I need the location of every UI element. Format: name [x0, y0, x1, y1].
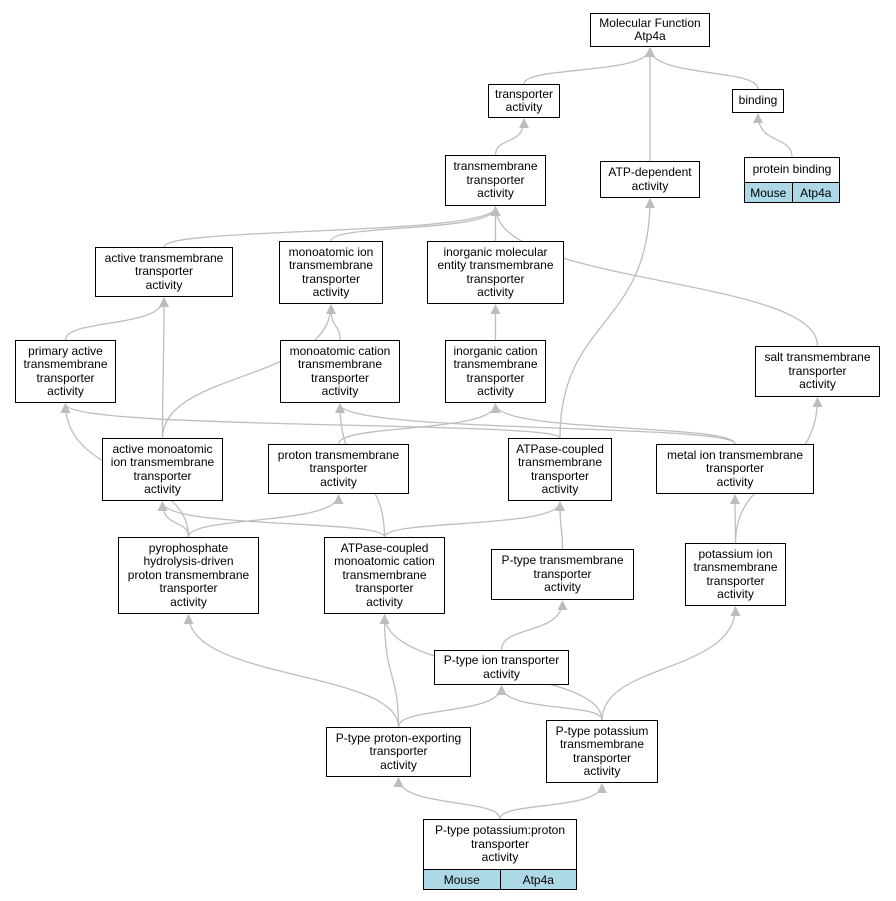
edge-pphd-to-ptt: [187, 494, 344, 538]
node-label: monoatomic cation transmembrane transpor…: [289, 343, 391, 398]
node-label: active monoatomic ion transmembrane tran…: [110, 441, 215, 496]
species-tag: Mouse: [745, 183, 792, 202]
edge-ptyt-to-actt: [555, 501, 566, 550]
go-graph-node-pyrophosphate-proton-transporter[interactable]: pyrophosphate hydrolysis-driven proton t…: [118, 537, 259, 614]
edge-moit-to-tmta: [330, 206, 501, 242]
edge-acmc-to-amit: [157, 501, 386, 538]
go-graph-node-binding[interactable]: binding: [732, 89, 784, 113]
node-label: binding: [738, 93, 778, 108]
edge-mitt-to-ict: [490, 403, 736, 445]
go-graph-node-potassium-ion-transporter[interactable]: potassium ion transmembrane transporter …: [685, 543, 786, 606]
edge-pext-to-acmc: [379, 614, 400, 728]
edge-ptit-to-ptyt: [500, 600, 568, 651]
go-graph-node-atpase-coupled-transporter[interactable]: ATPase-coupled transmembrane transporter…: [508, 438, 612, 501]
node-label: potassium ion transmembrane transporter …: [693, 546, 778, 601]
go-graph-node-p-type-potassium-transporter[interactable]: P-type potassium transmembrane transport…: [546, 720, 658, 783]
gene-tag: Atp4a: [791, 183, 839, 202]
go-graph-node-atpase-coupled-monoatomic-cation[interactable]: ATPase-coupled monoatomic cation transme…: [324, 537, 445, 614]
edge-acmc-to-actt: [383, 501, 565, 538]
edge-tmta-to-ta: [494, 118, 529, 156]
node-label: P-type proton-exporting transporter acti…: [335, 730, 462, 772]
node-label: metal ion transmembrane transporter acti…: [666, 447, 804, 489]
node-label: P-type potassium transmembrane transport…: [555, 723, 649, 778]
edge-ptt-to-ict: [337, 403, 501, 445]
node-label: transmembrane transporter activity: [453, 159, 538, 201]
species-tag: Mouse: [424, 870, 500, 889]
edge-mct-to-moit: [326, 304, 341, 341]
node-label: inorganic molecular entity transmembrane…: [437, 244, 554, 299]
go-graph-node-transmembrane-transporter-activity[interactable]: transmembrane transporter activity: [445, 155, 546, 206]
go-graph-node-primary-active-transporter[interactable]: primary active transmembrane transporter…: [15, 340, 116, 403]
node-label: P-type ion transporter activity: [443, 653, 560, 681]
node-label: pyrophosphate hydrolysis-driven proton t…: [127, 540, 250, 609]
go-graph-node-metal-ion-transporter[interactable]: metal ion transmembrane transporter acti…: [656, 444, 814, 494]
edge-pext-to-ptit: [397, 685, 507, 728]
edge-pkpt-to-pext: [393, 777, 501, 820]
node-label: monoatomic ion transmembrane transporter…: [288, 244, 374, 299]
edge-pkpt-to-ppot: [499, 783, 607, 820]
node-label: primary active transmembrane transporter…: [23, 343, 108, 398]
go-graph-node-active-transmembrane-transporter[interactable]: active transmembrane transporter activit…: [95, 247, 233, 297]
go-graph-node-molecular-function[interactable]: Molecular Function Atp4a: [590, 13, 710, 47]
node-label: Molecular Function Atp4a: [599, 15, 701, 43]
edge-ta-to-mf: [523, 47, 655, 85]
go-graph-node-protein-binding[interactable]: protein binding Mouse Atp4a: [744, 157, 840, 203]
go-graph-node-transporter-activity[interactable]: transporter activity: [488, 84, 560, 118]
edge-mitt-to-mct: [335, 403, 736, 445]
node-label: ATP-dependent activity: [608, 165, 692, 193]
gene-tag: Atp4a: [499, 870, 576, 889]
edge-pb-to-bind: [753, 113, 793, 158]
go-graph-node-monoatomic-cation-transporter[interactable]: monoatomic cation transmembrane transpor…: [280, 340, 400, 403]
node-label: inorganic cation transmembrane transport…: [453, 343, 538, 398]
go-graph-node-monoatomic-ion-transporter[interactable]: monoatomic ion transmembrane transporter…: [279, 241, 383, 304]
node-label: ATPase-coupled transmembrane transporter…: [516, 441, 604, 496]
go-graph-node-atp-dependent-activity[interactable]: ATP-dependent activity: [600, 161, 700, 198]
go-graph-node-p-type-proton-exporting[interactable]: P-type proton-exporting transporter acti…: [326, 727, 471, 777]
node-label: ATPase-coupled monoatomic cation transme…: [334, 540, 435, 609]
edge-atta-to-tmta: [163, 206, 501, 248]
edge-pat-to-atta: [64, 297, 169, 341]
node-label: P-type potassium:proton transporter acti…: [434, 823, 566, 865]
edge-actt-to-pat: [60, 403, 561, 439]
go-graph-node-inorganic-cation-transporter[interactable]: inorganic cation transmembrane transport…: [445, 340, 546, 403]
edge-bind-to-mf: [645, 47, 759, 90]
edge-stt-to-tmta: [490, 206, 819, 347]
edge-amit-to-atta: [158, 297, 169, 439]
edge-actt-to-atpd: [559, 198, 655, 439]
edge-pext-to-pphd: [183, 614, 400, 728]
go-graph-node-p-type-potassium-proton-transporter[interactable]: P-type potassium:proton transporter acti…: [423, 819, 577, 890]
go-graph-node-active-monoatomic-ion-transporter[interactable]: active monoatomic ion transmembrane tran…: [102, 438, 223, 501]
go-graph-node-p-type-transmembrane-transporter[interactable]: P-type transmembrane transporter activit…: [491, 549, 634, 600]
node-label: P-type transmembrane transporter activit…: [501, 553, 624, 595]
go-graph-node-salt-transporter[interactable]: salt transmembrane transporter activity: [755, 346, 880, 397]
node-label: protein binding: [752, 162, 832, 177]
node-label: transporter activity: [494, 86, 554, 114]
edge-ppot-to-pitt: [601, 606, 741, 721]
edge-ppot-to-ptit: [496, 685, 603, 721]
edge-amit-to-moit: [161, 304, 336, 439]
node-label: salt transmembrane transporter activity: [764, 350, 871, 392]
go-graph-node-proton-transporter[interactable]: proton transmembrane transporter activit…: [268, 444, 409, 494]
go-graph-node-inorganic-molecular-entity-transporter[interactable]: inorganic molecular entity transmembrane…: [427, 241, 564, 304]
node-label: proton transmembrane transporter activit…: [277, 447, 400, 489]
go-graph-node-p-type-ion-transporter[interactable]: P-type ion transporter activity: [434, 650, 569, 685]
node-label: active transmembrane transporter activit…: [104, 250, 224, 292]
